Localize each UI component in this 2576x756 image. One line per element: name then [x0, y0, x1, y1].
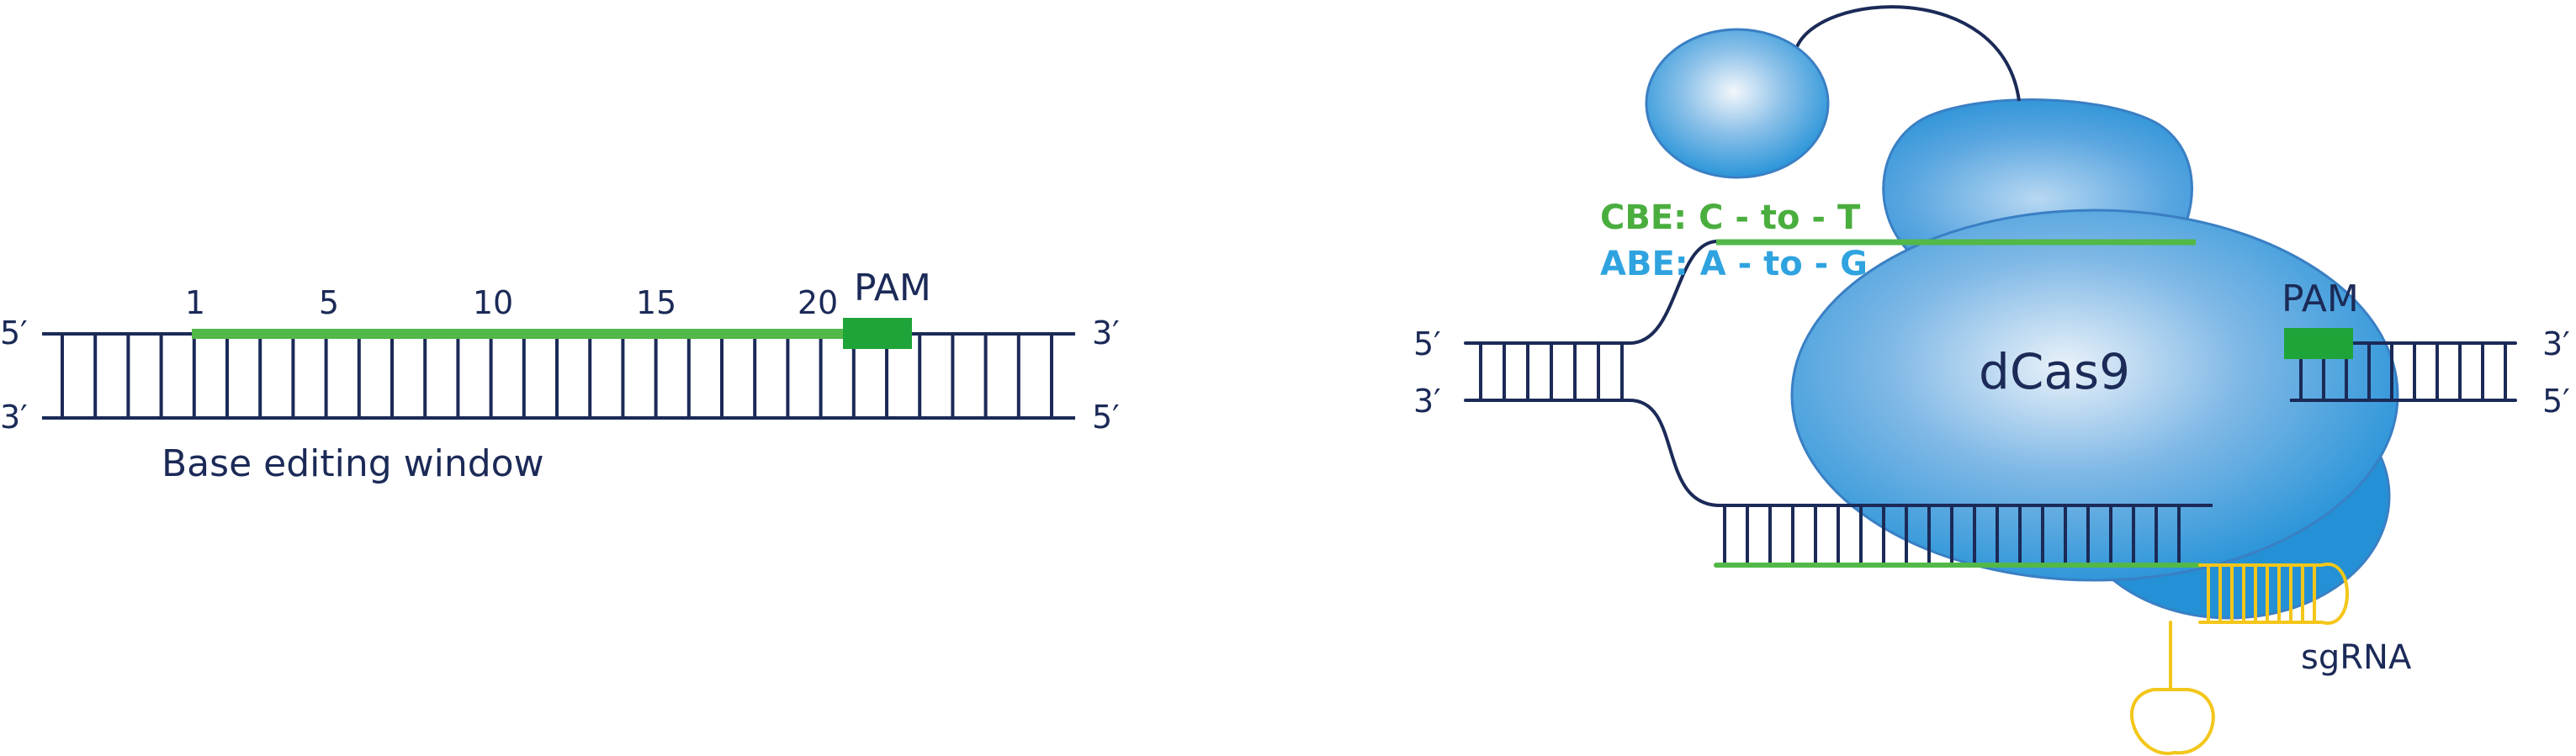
- dcas9-protein: [1790, 98, 2399, 620]
- sgrna-terminal-loop: [2130, 688, 2215, 755]
- right-bottom-3prime-label: 3′: [1413, 383, 1441, 420]
- left-position-10: 10: [473, 284, 513, 321]
- deaminase-domain: [1645, 28, 1830, 179]
- dcas9-body: [1790, 209, 2399, 582]
- right-top-3prime-label: 3′: [2542, 325, 2570, 362]
- left-bottom-5prime-label: 5′: [1092, 399, 1120, 436]
- left-position-15: 15: [636, 284, 676, 321]
- left-pam-label: PAM: [854, 267, 931, 309]
- right-pam-box: [2284, 328, 2353, 359]
- sgrna-hairpin-right: [2320, 562, 2349, 626]
- cbe-label: CBE: C - to - T: [1600, 198, 1861, 237]
- dcas9-label: dCas9: [1979, 343, 2130, 400]
- sgrna-stem-pairs: [2207, 565, 2316, 622]
- left-window-caption: Base editing window: [162, 442, 544, 485]
- right-bottom-5prime-label: 5′: [2542, 383, 2570, 420]
- left-pam-box: [843, 318, 912, 349]
- right-pam-label: PAM: [2282, 278, 2359, 320]
- left-base-pairs: [61, 334, 1053, 418]
- deaminase-linker: [1794, 5, 2021, 102]
- left-top-3prime-label: 3′: [1092, 315, 1120, 352]
- abe-label: ABE: A - to - G: [1600, 245, 1868, 283]
- left-panel-dna: [42, 318, 1075, 420]
- right-left-base-pairs: [1479, 343, 1624, 400]
- right-top-5prime-label: 5′: [1413, 325, 1441, 362]
- left-top-5prime-label: 5′: [0, 315, 28, 352]
- right-target-base-pairs: [1723, 505, 2181, 563]
- left-position-1: 1: [185, 284, 205, 321]
- left-position-20: 20: [798, 284, 838, 321]
- left-position-5: 5: [319, 284, 339, 321]
- sgrna-label: sgRNA: [2301, 638, 2412, 677]
- left-bottom-3prime-label: 3′: [0, 399, 28, 436]
